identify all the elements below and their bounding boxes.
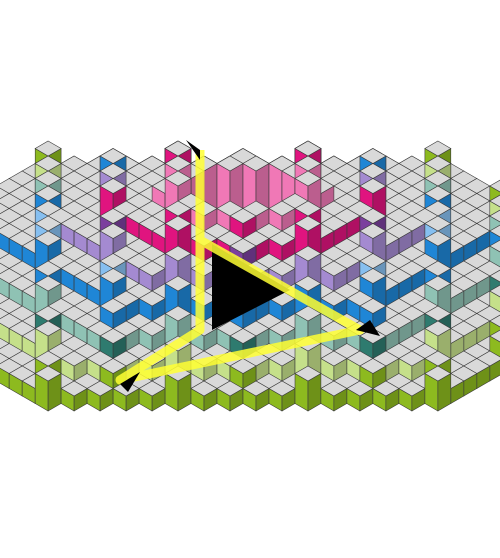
cube-top-face [294,215,322,232]
cube-top-face [359,178,387,194]
cube [138,380,166,412]
corner-black-notch [120,372,140,392]
cube [34,365,62,412]
cube-top-face [489,284,500,298]
cube-top-face [242,380,270,397]
cube-top-face [424,320,452,337]
cube-top-face [489,239,500,253]
cube-top-face [229,358,257,374]
cube-top-face [164,170,192,187]
cube-top-face [216,380,244,397]
cube [190,380,218,412]
cube-top-face [138,290,166,307]
cube-top-face [190,380,218,397]
cube-top-face [320,380,348,397]
cube-top-face [99,298,127,314]
cube-top-face [346,380,374,397]
cube-top-face [320,290,348,307]
cube-top-face [268,350,296,367]
cube-top-face [294,170,322,187]
cube-top-face [489,269,500,283]
cube-top-face [424,230,452,247]
yellow-triangle-frame [115,150,365,385]
cube-top-face [99,328,127,344]
cube-top-face [34,275,62,292]
cube-top-face [0,217,10,230]
cube-top-face [164,305,192,322]
cube-top-face [294,275,322,292]
cube-top-face [294,365,322,382]
cube-top-face [398,380,426,397]
cube-top-face [268,260,296,277]
cube-top-face [359,298,387,314]
cube-top-face [216,155,244,172]
cube [294,365,322,412]
cube-top-face [164,275,192,292]
cube-top-face [164,215,192,232]
cube-top-face [359,223,387,239]
center-black-triangle [212,244,290,330]
cube-top-face [0,247,10,260]
cube-top-face [424,365,452,382]
cube-top-face [268,230,296,247]
cube-top-face [489,329,500,343]
cube-top-face [268,200,296,217]
cube-top-face [424,275,452,292]
cube-top-face [60,380,88,397]
cube-top-face [34,320,62,337]
cube-top-face [229,238,257,254]
cube-top-face [372,380,400,397]
cube-top-face [229,208,257,224]
cube-top-face [0,262,10,275]
cube-top-face [229,328,257,344]
cube-top-face [489,179,500,193]
cube [268,380,296,412]
cube-top-face [294,305,322,322]
cube [320,380,348,412]
cube-top-face [164,245,192,262]
cube-top-face [489,314,500,328]
cube-top-face [489,209,500,223]
cube [242,380,270,412]
cube-top-face [34,365,62,382]
cube-top-face [0,292,10,305]
cube-top-face [0,307,10,320]
cube-top-face [0,187,10,200]
cube-top-face [99,178,127,194]
cube-top-face [0,352,10,365]
cube [372,380,400,412]
cube-top-face [489,194,500,208]
cube-top-face [0,337,10,350]
cube-top-face [398,350,426,367]
cube-top-face [138,380,166,397]
cube-top-face [320,350,348,367]
cube-top-face [320,260,348,277]
corner-black-notch [186,140,200,160]
cube-top-face [99,268,127,284]
corner-black-notch [356,320,380,336]
cube-top-face [0,202,10,215]
cube-top-face [359,358,387,374]
cube-top-face [268,380,296,397]
cube-top-face [99,223,127,239]
cube-top-face [99,358,127,374]
cube [424,365,452,412]
cube-top-face [86,380,114,397]
cube [346,380,374,412]
cube-top-face [268,320,296,337]
cube-top-face [294,245,322,262]
cube-top-face [489,224,500,238]
cube-top-face [138,320,166,337]
center-triangle-layer [115,140,380,392]
cube-top-face [138,260,166,277]
cube-top-face [242,155,270,172]
cube-top-face [34,230,62,247]
cube [60,380,88,412]
cube-top-face [60,350,88,367]
cube-top-face [359,268,387,284]
cube [216,380,244,412]
